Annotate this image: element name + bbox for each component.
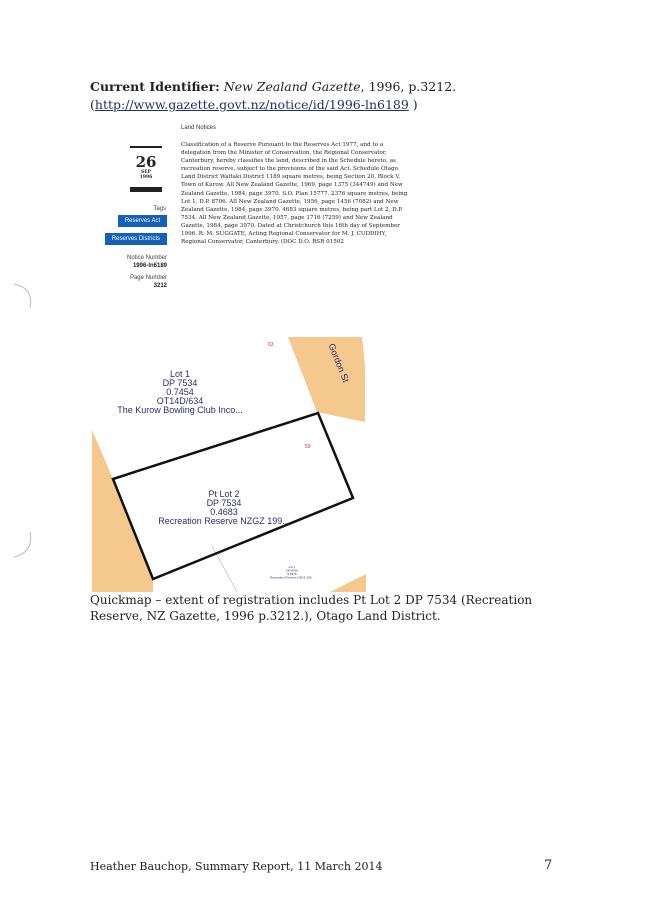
tag-reserves-districts[interactable]: Reserves Districts [105, 233, 167, 245]
ptlot2-line: Recreation Reserve NZGZ 199... [158, 516, 290, 526]
notice-body: Classification of a Reserve Pursuant to … [181, 142, 408, 246]
ptlot2-line: 0.4683 [210, 507, 238, 517]
page-number-footer: 7 [544, 858, 553, 873]
divider [130, 187, 162, 192]
small-lot-line: Lot 1 [289, 565, 296, 569]
page-number-value: 3212 [153, 283, 167, 289]
road-bottom-right [330, 574, 366, 592]
map-caption: Quickmap – extent of registration includ… [90, 593, 533, 623]
date-day: 26 [135, 153, 157, 171]
pt-lot-2-boundary [111, 411, 355, 581]
paren-close: ) [408, 97, 418, 112]
ptlot2-line: DP 7534 [207, 498, 242, 508]
road-left [92, 430, 153, 592]
lot1-line: Lot 1 [170, 369, 190, 379]
page-number: 3212 [105, 282, 167, 290]
date-year: 1996 [139, 175, 153, 180]
paren-open: ( [90, 97, 95, 112]
road-gordon-st [288, 337, 365, 422]
lot1-line: 0.7454 [166, 387, 194, 397]
identifier-label: Current Identifier: [90, 79, 220, 94]
small-lot-line: DP 8706 [286, 569, 298, 573]
scan-artifact [13, 283, 32, 558]
notice-number-label: Notice Number [126, 255, 167, 261]
small-lot-line: Recreation Reserve NZGZ 199... [270, 576, 314, 580]
lot1-label: Lot 1 DP 7534 0.7454 OT14D/634 The Kurow… [117, 369, 243, 415]
number-63: 63 [268, 342, 274, 348]
tag-reserves-act[interactable]: Reserves Act [118, 215, 167, 227]
divider [130, 146, 162, 148]
quickmap: Gordon St 63 59 Lot 1 DP 7534 0.7454 OT1… [92, 336, 366, 592]
date-block: 26 SEP 1996 [114, 146, 166, 192]
page-number-label: Page Number [129, 275, 167, 281]
number-59: 59 [305, 444, 311, 450]
section-label: Land Notices [181, 125, 217, 131]
gazette-link[interactable]: http://www.gazette.govt.nz/notice/id/199… [94, 97, 409, 112]
notice-number: 1996-ln6189 [105, 262, 167, 270]
ptlot2-label: Pt Lot 2 DP 7534 0.4683 Recreation Reser… [158, 489, 290, 526]
notice-number-value: 1996-ln6189 [132, 263, 167, 269]
publication-name: New Zealand Gazette [223, 79, 361, 94]
tags-label: Tags [153, 206, 166, 212]
lot1-line: OT14D/634 [157, 396, 204, 406]
current-identifier: Current Identifier: New Zealand Gazette,… [90, 78, 456, 114]
date-month: SEP [140, 170, 152, 175]
small-lot-line: 0.2376 [287, 572, 297, 576]
citation: , 1996, p.3212. [360, 79, 457, 94]
small-lot-label: Lot 1 DP 8706 0.2376 Recreation Reserve … [270, 565, 314, 580]
ptlot2-line: Pt Lot 2 [208, 489, 239, 499]
lot1-line: The Kurow Bowling Club Inco... [117, 405, 243, 415]
footer-text: Heather Bauchop, Summary Report, 11 Marc… [90, 860, 383, 873]
lot1-line: DP 7534 [163, 378, 198, 388]
